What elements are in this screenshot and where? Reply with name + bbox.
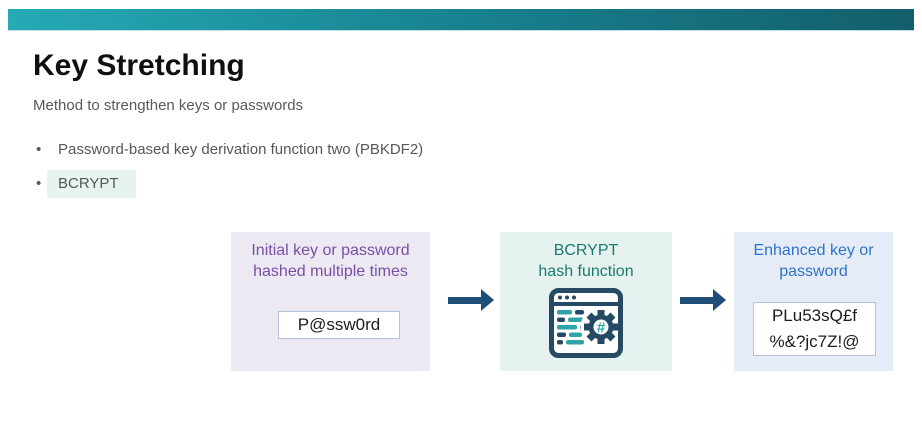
page-subtitle: Method to strengthen keys or passwords [33, 97, 304, 114]
svg-text:#: # [597, 320, 606, 337]
label-line: password [779, 263, 848, 280]
bcrypt-hash-label: BCRYPT hash function [500, 232, 672, 282]
bcrypt-hash-box: BCRYPT hash function [500, 232, 672, 371]
label-line: Enhanced key or [753, 242, 874, 259]
bullet-text: Password-based key derivation function t… [58, 140, 424, 158]
bullet-item-bcrypt: • BCRYPT [36, 169, 136, 198]
enhanced-value-line: PLu53sQ£f [771, 306, 858, 325]
password-value-field: P@ssw0rd [278, 311, 400, 339]
bcrypt-highlight: BCRYPT [47, 169, 136, 198]
bullet-icon: • [36, 175, 42, 192]
initial-password-label: Initial key or password hashed multiple … [231, 232, 430, 282]
enhanced-key-label: Enhanced key or password [734, 232, 893, 282]
key-stretching-flow-diagram: Initial key or password hashed multiple … [0, 232, 922, 371]
bullet-item-pbkdf2: • Password-based key derivation function… [36, 139, 423, 159]
arrow-right-icon [448, 289, 494, 311]
bullet-icon: • [36, 140, 42, 158]
banner-bar [8, 9, 914, 31]
label-line: hash function [538, 263, 634, 280]
label-line: BCRYPT [553, 242, 619, 259]
enhanced-value-line: %&?jc7Z!@ [769, 332, 860, 351]
label-line: Initial key or password [251, 242, 410, 259]
label-line: hashed multiple times [253, 263, 408, 280]
arrow-right-icon [680, 289, 726, 311]
initial-password-box: Initial key or password hashed multiple … [231, 232, 430, 371]
enhanced-key-box: Enhanced key or password PLu53sQ£f %&?jc… [734, 232, 893, 371]
code-window-hash-gear-icon: # [549, 288, 623, 358]
page-title: Key Stretching [33, 49, 245, 82]
enhanced-value-field: PLu53sQ£f %&?jc7Z!@ [753, 302, 876, 356]
